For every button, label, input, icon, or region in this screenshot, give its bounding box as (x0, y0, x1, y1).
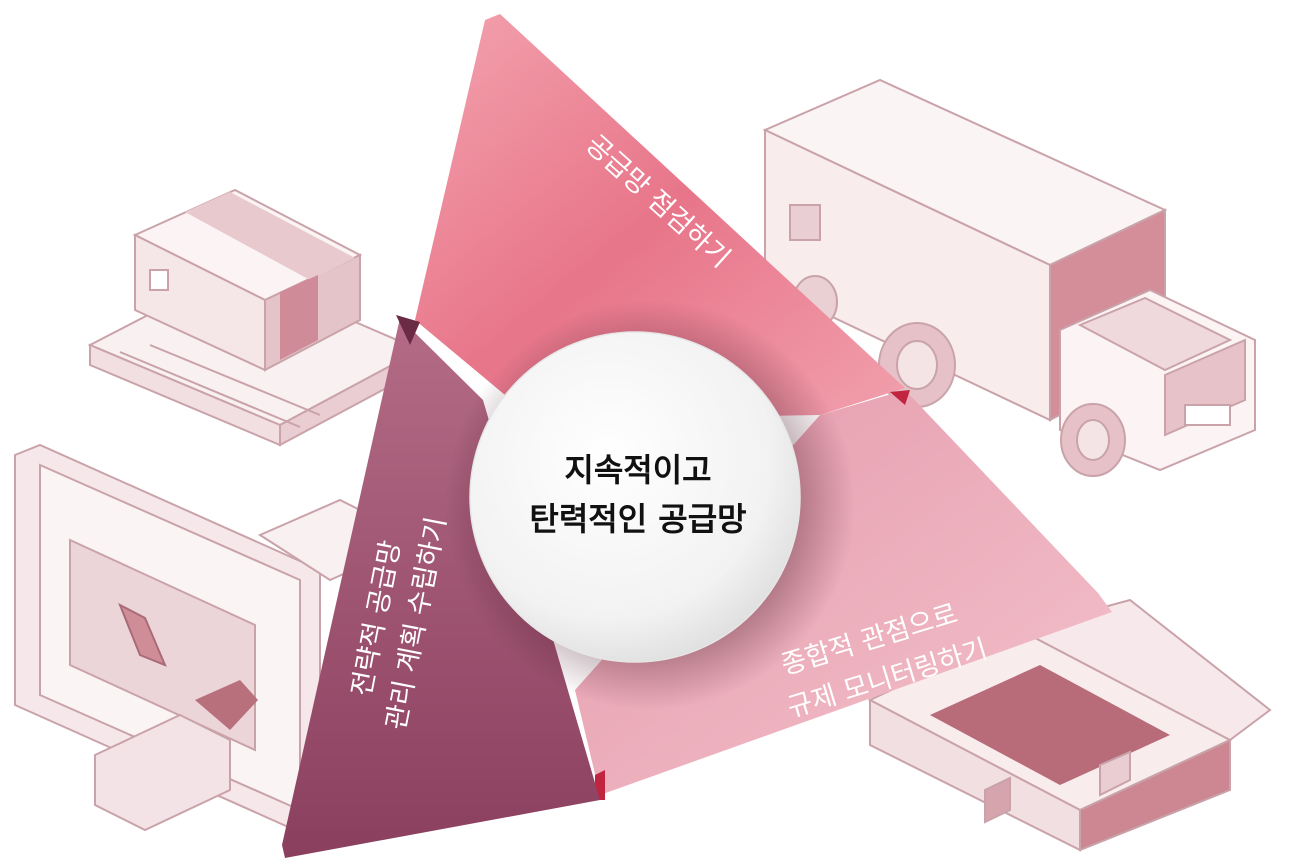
segment-left-fold (396, 315, 420, 345)
segment-top-shape (415, 14, 905, 420)
segment-left (282, 315, 600, 858)
pallet-box-illustration (87, 188, 423, 447)
segment-top-fold (890, 390, 910, 405)
center-title-line2: 탄력적인 공급망 (529, 500, 746, 538)
center-title-line1: 지속적이고 (564, 451, 711, 489)
triangle-diagram: 지속적이고 탄력적인 공급망 공급망 점검하기 종합적 관점으로 규제 모니터링… (282, 14, 1112, 858)
truck-illustration (762, 78, 1256, 477)
segment-top (415, 14, 910, 420)
segment-left-shape (282, 318, 600, 858)
center-circle (469, 331, 801, 663)
background-illustration (14, 78, 1272, 852)
